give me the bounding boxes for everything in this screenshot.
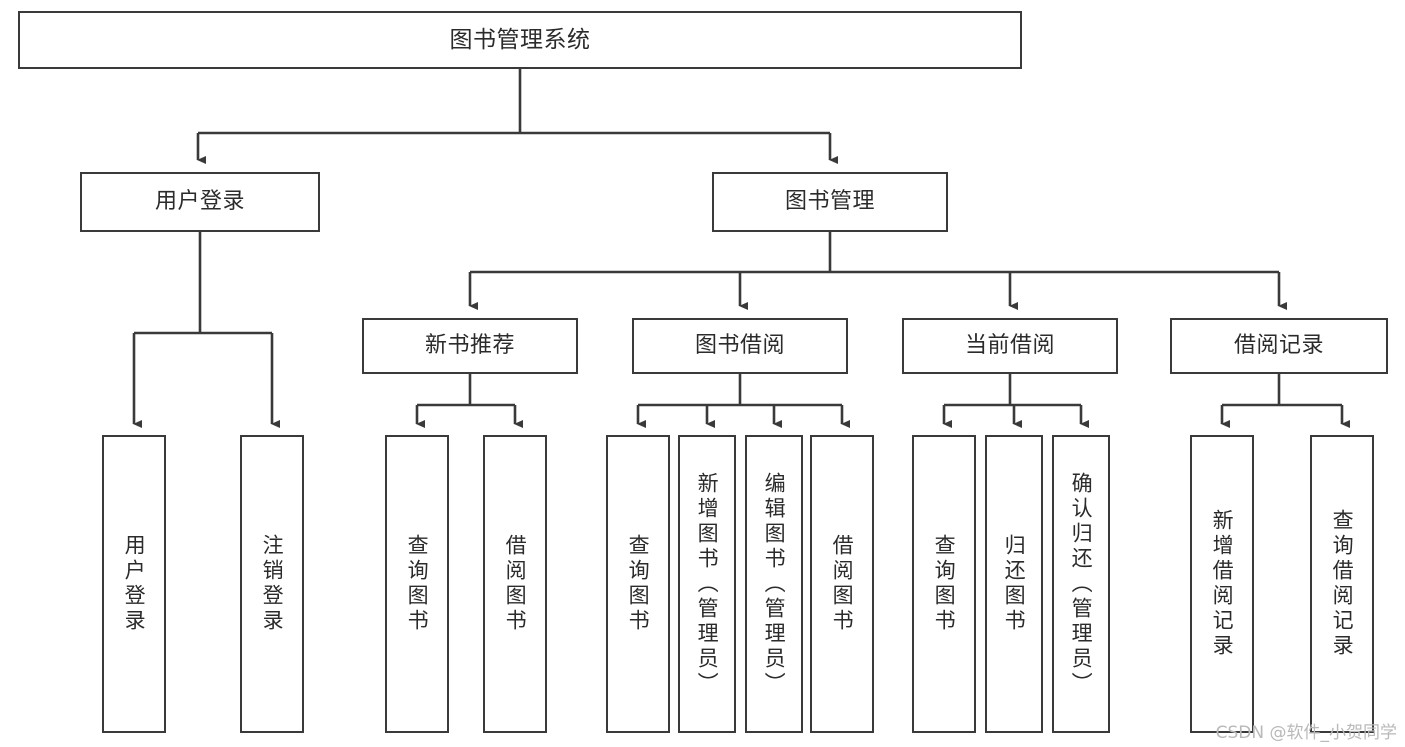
node-leaf-edit-book-label: 编辑图书（管理员） xyxy=(762,471,787,697)
node-leaf-user-login[interactable]: 用户登录 xyxy=(102,435,166,733)
node-book-borrow-label: 图书借阅 xyxy=(694,333,785,359)
node-user-login-label: 用户登录 xyxy=(154,189,245,215)
node-borrow-record-label: 借阅记录 xyxy=(1233,333,1324,359)
node-leaf-query-book-1[interactable]: 查询图书 xyxy=(385,435,449,733)
node-leaf-query-book-3-label: 查询图书 xyxy=(932,534,957,634)
node-leaf-query-book-2-label: 查询图书 xyxy=(626,534,651,634)
node-leaf-query-record-label: 查询借阅记录 xyxy=(1330,509,1355,659)
node-leaf-return-book-label: 归还图书 xyxy=(1002,534,1027,634)
node-leaf-user-logout[interactable]: 注销登录 xyxy=(240,435,304,733)
node-borrow-record[interactable]: 借阅记录 xyxy=(1170,318,1388,374)
node-leaf-return-book[interactable]: 归还图书 xyxy=(985,435,1043,733)
node-leaf-borrow-book-2-label: 借阅图书 xyxy=(830,534,855,634)
node-root[interactable]: 图书管理系统 xyxy=(18,11,1022,69)
node-leaf-add-book[interactable]: 新增图书（管理员） xyxy=(678,435,736,733)
node-current-borrow-label: 当前借阅 xyxy=(964,333,1055,359)
node-book-borrow[interactable]: 图书借阅 xyxy=(632,318,848,374)
node-book-manage-label: 图书管理 xyxy=(784,189,875,215)
node-leaf-query-record[interactable]: 查询借阅记录 xyxy=(1310,435,1374,733)
node-leaf-add-record-label: 新增借阅记录 xyxy=(1210,509,1235,659)
node-leaf-edit-book[interactable]: 编辑图书（管理员） xyxy=(745,435,803,733)
node-leaf-user-login-label: 用户登录 xyxy=(122,534,147,634)
node-leaf-user-logout-label: 注销登录 xyxy=(260,534,285,634)
node-leaf-query-book-3[interactable]: 查询图书 xyxy=(912,435,976,733)
node-leaf-borrow-book-1-label: 借阅图书 xyxy=(503,534,528,634)
node-new-book-recommend[interactable]: 新书推荐 xyxy=(362,318,578,374)
node-leaf-query-book-1-label: 查询图书 xyxy=(405,534,430,634)
node-root-label: 图书管理系统 xyxy=(449,26,591,53)
node-leaf-borrow-book-1[interactable]: 借阅图书 xyxy=(483,435,547,733)
node-leaf-confirm-return-label: 确认归还（管理员） xyxy=(1069,471,1094,697)
node-leaf-add-record[interactable]: 新增借阅记录 xyxy=(1190,435,1254,733)
node-leaf-query-book-2[interactable]: 查询图书 xyxy=(606,435,670,733)
node-leaf-add-book-label: 新增图书（管理员） xyxy=(695,471,720,697)
watermark: CSDN @软件_小贺同学 xyxy=(1215,723,1397,743)
node-book-manage[interactable]: 图书管理 xyxy=(712,172,948,232)
node-leaf-borrow-book-2[interactable]: 借阅图书 xyxy=(810,435,874,733)
node-leaf-confirm-return[interactable]: 确认归还（管理员） xyxy=(1052,435,1110,733)
node-current-borrow[interactable]: 当前借阅 xyxy=(902,318,1118,374)
node-new-book-recommend-label: 新书推荐 xyxy=(424,333,515,359)
node-user-login[interactable]: 用户登录 xyxy=(80,172,320,232)
